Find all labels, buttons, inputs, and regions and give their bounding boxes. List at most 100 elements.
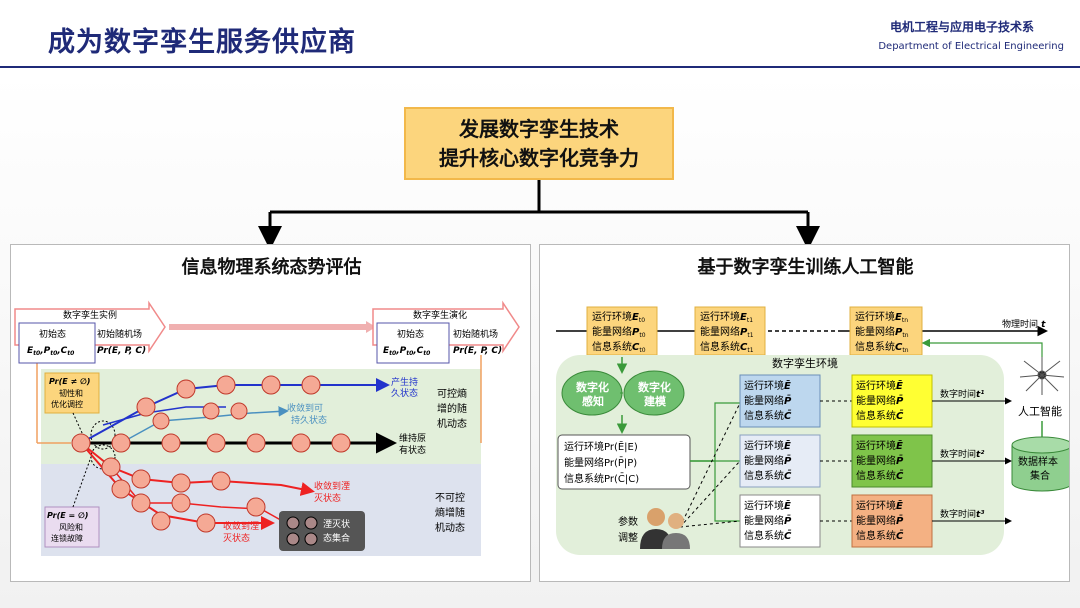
box-run: 运行环境Ē <box>856 499 903 512</box>
neuron <box>1041 360 1061 376</box>
model-label-2: 建模 <box>644 394 667 408</box>
env-run: 运行环境Etn <box>855 310 908 324</box>
param-label-2: 调整 <box>618 531 638 544</box>
dead-node <box>286 516 300 530</box>
pr-info: 信息系统Pr(C̄|C) <box>564 472 639 485</box>
state-nodes <box>71 375 351 533</box>
box-run: 运行环境Ē <box>744 499 791 512</box>
node <box>202 402 220 420</box>
converge-persist-label-1: 收敛到可 <box>287 402 323 414</box>
param-adjust-links <box>679 402 741 528</box>
env-info: 信息系统Ct1 <box>700 340 754 354</box>
page-title: 成为数字孪生服务供应商 <box>48 27 356 58</box>
env-info: 信息系统Ctn <box>855 340 909 354</box>
box-run: 运行环境Ē <box>856 439 903 452</box>
node <box>111 479 131 499</box>
box-info: 信息系统C̄ <box>856 409 904 422</box>
node <box>216 375 236 395</box>
node <box>151 511 171 531</box>
converge-persist-label-2: 持久状态 <box>291 414 327 426</box>
env-energy: 能量网络Pt0 <box>592 325 646 339</box>
digital-time-3: 数字时间t³ <box>940 508 984 520</box>
pr-nonempty: Pr(E ≠ ∅) <box>49 377 90 386</box>
instance-random-field: 初始随机场 <box>97 328 142 340</box>
env-box-bg <box>849 306 923 356</box>
body <box>662 533 690 549</box>
node <box>71 433 91 453</box>
converge-dead-b-label-1: 收敛到湮 <box>223 520 259 532</box>
box-info: 信息系统C̄ <box>744 469 792 482</box>
resilience-note-2: 优化调控 <box>51 399 83 409</box>
physical-time-label: 物理时间 t <box>1002 318 1046 330</box>
neuron <box>1023 360 1043 376</box>
dataset-label-1: 数据样本 <box>1018 455 1058 468</box>
evolution-label: 数字孪生演化 <box>413 309 467 321</box>
neuron <box>1041 374 1065 378</box>
box-info: 信息系统C̄ <box>856 529 904 542</box>
converge-dead-b-label-2: 灭状态 <box>223 532 250 544</box>
top-goal-line-2: 提升核心数字化竞争力 <box>439 146 639 170</box>
maintain-label-1: 维持原 <box>399 432 426 444</box>
env-box-tn: 运行环境Etn 能量网络Ptn 信息系统Ctn <box>849 306 923 356</box>
ai-feedback-arrow <box>921 338 1043 357</box>
node <box>136 397 156 417</box>
twin-env-label: 数字孪生环境 <box>772 356 838 370</box>
node <box>131 469 151 489</box>
left-panel-title: 信息物理系统态势评估 <box>181 257 362 278</box>
twin-box-n1: 运行环境Ē 能量网络P̄ 信息系统C̄ <box>851 374 933 428</box>
digital-time-1: 数字时间t¹ <box>940 388 984 400</box>
left-diagram: 数字孪生实例 初始态 Et0,Pt0,Ct0 初始随机场 Pr(E, P, C)… <box>14 300 520 556</box>
dataset-label-2: 集合 <box>1030 469 1050 482</box>
risk-note-2: 连锁故障 <box>51 533 83 543</box>
dataset-cylinder-icon <box>1011 436 1069 492</box>
link <box>679 402 741 528</box>
link <box>679 460 741 528</box>
env-energy: 能量网络Ptn <box>855 325 909 339</box>
digital-model-node <box>623 370 685 416</box>
controllable-label-3: 机动态 <box>437 417 467 430</box>
twin-box-3: 运行环境Ē 能量网络P̄ 信息系统C̄ <box>739 494 821 548</box>
env-energy: 能量网络Pt1 <box>700 325 754 339</box>
node <box>331 433 351 453</box>
resilience-pointer <box>72 412 84 436</box>
box-bg <box>739 374 821 428</box>
risk-note-1: 风险和 <box>59 522 83 532</box>
link <box>679 520 741 528</box>
box-energy: 能量网络P̄ <box>744 454 792 467</box>
node <box>246 497 266 517</box>
dead-set-label-1: 湮灭状 <box>323 518 350 530</box>
evolution-pr-epc: Pr(E, P, C) <box>453 346 502 356</box>
instance-init-vars: Et0,Pt0,Ct0 <box>27 346 74 357</box>
box-bg <box>851 434 933 488</box>
node <box>171 473 191 493</box>
evolution-random-field: 初始随机场 <box>453 328 498 340</box>
node <box>230 402 248 420</box>
uncontrollable-label-3: 机动态 <box>435 521 465 534</box>
evolution-initial-box <box>376 322 450 364</box>
twin-box-n3: 运行环境Ē 能量网络P̄ 信息系统C̄ <box>851 494 933 548</box>
twin-box-n2: 运行环境Ē 能量网络P̄ 信息系统C̄ <box>851 434 933 488</box>
sense-label-2: 感知 <box>582 394 604 408</box>
link <box>690 460 740 522</box>
converge-dead-label-1: 收敛到湮 <box>314 480 350 492</box>
head <box>647 508 665 526</box>
pr-run: 运行环境Pr(Ē|E) <box>564 440 638 453</box>
branch-circle-up <box>90 420 116 450</box>
digital-time-2: 数字时间t² <box>940 448 984 460</box>
neuron <box>1025 374 1043 392</box>
evolution-init-vars: Et0,Pt0,Ct0 <box>383 346 430 357</box>
node <box>301 375 321 395</box>
node <box>171 493 191 513</box>
dead-node <box>286 532 300 546</box>
controllable-label-2: 增的随 <box>437 402 467 415</box>
right-panel: 基于数字孪生训练人工智能 物理时间 t 运行环境Et0 能量网络Pt0 信息系统… <box>539 244 1070 582</box>
sense-label-1: 数字化 <box>576 380 609 394</box>
node <box>101 457 121 477</box>
pr-to-twin-links <box>690 402 740 522</box>
right-diagram: 物理时间 t 运行环境Et0 能量网络Pt0 信息系统Ct0 运行环境Et1 能… <box>556 306 1069 555</box>
pr-distribution-box <box>557 434 691 490</box>
uncontrollable-label-2: 熵增随 <box>435 506 465 519</box>
box-energy: 能量网络P̄ <box>856 514 904 527</box>
dead-node <box>304 532 318 546</box>
box-energy: 能量网络P̄ <box>744 514 792 527</box>
